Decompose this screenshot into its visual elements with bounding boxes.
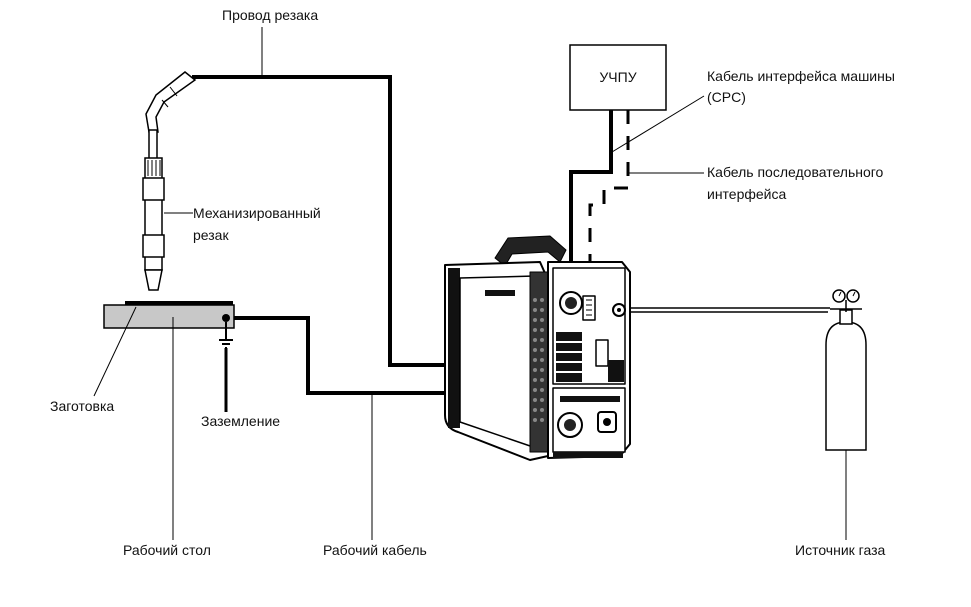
torch-lead-label: Провод резака xyxy=(222,7,319,23)
torch-neck xyxy=(148,129,158,161)
machine-torch xyxy=(142,71,197,291)
serial-label-line1: Кабель последовательного xyxy=(707,164,884,180)
workpiece-label: Заготовка xyxy=(50,398,115,414)
gas-supply-label: Источник газа xyxy=(795,542,886,558)
torch-curved-lead xyxy=(145,71,197,133)
machine-torch-label-line1: Механизированный xyxy=(193,205,321,221)
work-table xyxy=(103,304,235,329)
torch-lead-cable xyxy=(192,75,445,367)
torch-nozzle xyxy=(144,269,163,291)
workpiece-leader xyxy=(93,306,137,397)
torch-clamp xyxy=(142,177,165,201)
cpc-leader xyxy=(611,95,705,153)
torch-mount xyxy=(142,234,165,258)
work-cable xyxy=(228,316,445,395)
cnc-label: УЧПУ xyxy=(599,69,636,85)
ground-clamp xyxy=(222,314,230,322)
front-louvres xyxy=(556,332,582,382)
cpc-cable xyxy=(569,110,613,297)
cpc-label-line2: (CPC) xyxy=(707,89,746,105)
workpiece xyxy=(125,301,233,305)
serial-port xyxy=(582,295,596,321)
side-slot xyxy=(485,290,515,296)
cpc-label-line1: Кабель интерфейса машины xyxy=(707,68,895,84)
side-vent xyxy=(529,271,549,453)
ground-label: Заземление xyxy=(201,413,281,429)
serial-cable xyxy=(588,110,630,300)
cnc-box: УЧПУ xyxy=(569,44,667,111)
plasma-power-supply xyxy=(444,235,631,461)
machine-torch-label-line2: резак xyxy=(193,227,229,243)
work-cable-label: Рабочий кабель xyxy=(323,542,427,558)
cylinder-body xyxy=(825,321,867,451)
serial-label-line2: интерфейса xyxy=(707,186,787,202)
work-table-label: Рабочий стол xyxy=(123,542,211,558)
gas-cylinder xyxy=(825,289,867,451)
